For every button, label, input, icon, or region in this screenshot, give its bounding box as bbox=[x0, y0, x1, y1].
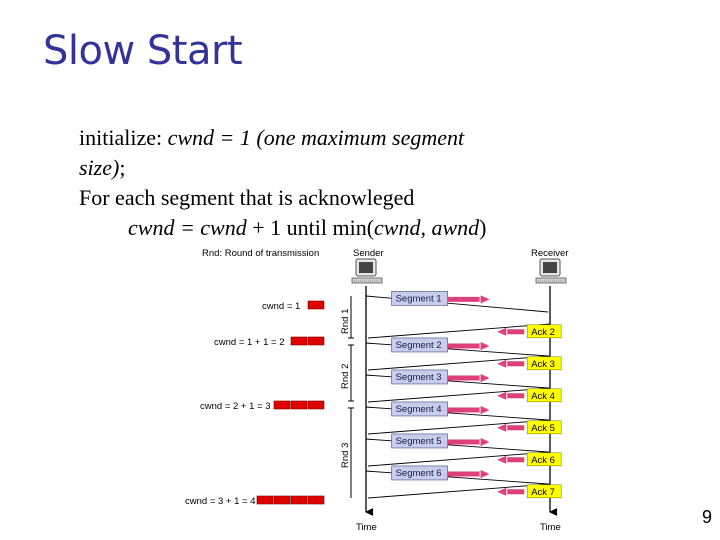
sender-time-label: Time bbox=[356, 522, 377, 533]
sender-computer-icon bbox=[351, 258, 383, 284]
cwnd-block bbox=[307, 336, 325, 346]
text-size: size) bbox=[79, 155, 120, 180]
arrow-head bbox=[497, 327, 507, 336]
line-initialize: initialize: cwnd = 1 (one maximum segmen… bbox=[79, 123, 599, 153]
ack-line bbox=[367, 387, 551, 403]
round-label-3: Rnd 3 bbox=[340, 443, 351, 468]
ack-label: Ack 6 bbox=[531, 455, 555, 466]
arrow-head bbox=[480, 469, 490, 478]
cwnd-block bbox=[290, 336, 308, 346]
ack-label: Ack 3 bbox=[531, 359, 555, 370]
message-arrows: Segment 1 Segment 2 Segment 3 Segment 4 Segm… bbox=[365, 291, 562, 499]
slide-title: Slow Start bbox=[43, 28, 243, 74]
text-min-args: cwnd, awnd bbox=[374, 215, 480, 240]
arrow-head bbox=[497, 423, 507, 432]
segment-label: Segment 1 bbox=[396, 293, 442, 304]
segment-label: Segment 5 bbox=[396, 436, 442, 447]
cwnd-block bbox=[290, 400, 308, 410]
ack-box bbox=[526, 388, 562, 403]
cwnd-label: cwnd = 1 + 1 = 2 bbox=[214, 337, 285, 348]
ack-line bbox=[367, 323, 551, 339]
round-brackets bbox=[348, 296, 354, 498]
cwnd-label: cwnd = 3 + 1 = 4 bbox=[185, 496, 256, 507]
cwnd-window-blocks bbox=[256, 300, 325, 505]
cwnd-block bbox=[273, 400, 291, 410]
ack-line bbox=[367, 355, 551, 371]
text-initialize: initialize: bbox=[79, 125, 168, 150]
ack-box bbox=[526, 324, 562, 339]
arrow-head bbox=[480, 437, 490, 446]
arrow-head bbox=[497, 487, 507, 496]
ack-box bbox=[526, 356, 562, 371]
round-label-2: Rnd 2 bbox=[340, 364, 351, 389]
arrow-head bbox=[480, 341, 490, 350]
legend-label: Rnd: Round of transmission bbox=[202, 248, 319, 259]
arrow-head bbox=[480, 373, 490, 382]
arrow-head bbox=[480, 295, 490, 304]
arrow-head bbox=[497, 455, 507, 464]
ack-line bbox=[367, 483, 551, 499]
segment-box bbox=[391, 337, 448, 353]
ack-box bbox=[526, 452, 562, 467]
cwnd-block bbox=[273, 495, 291, 505]
ack-line bbox=[367, 451, 551, 467]
ack-box bbox=[526, 420, 562, 435]
receiver-time-label: Time bbox=[540, 522, 561, 533]
cwnd-block bbox=[307, 300, 325, 310]
cwnd-block bbox=[256, 495, 274, 505]
cwnd-block bbox=[307, 400, 325, 410]
cwnd-label: cwnd = 1 bbox=[262, 301, 300, 312]
segment-box bbox=[391, 291, 448, 306]
arrow-head bbox=[497, 359, 507, 368]
receiver-computer-icon bbox=[535, 258, 567, 284]
segment-label: Segment 3 bbox=[396, 372, 442, 383]
text-cwnd-eq: cwnd = cwnd bbox=[128, 215, 247, 240]
segment-label: Segment 4 bbox=[396, 404, 442, 415]
arrow-head bbox=[497, 391, 507, 400]
cwnd-block bbox=[290, 495, 308, 505]
ack-box bbox=[526, 484, 562, 499]
text-cwnd-init: cwnd = 1 (one maximum segment bbox=[167, 125, 465, 150]
round-label-1: Rnd 1 bbox=[340, 309, 351, 334]
cwnd-label: cwnd = 2 + 1 = 3 bbox=[200, 401, 271, 412]
ack-line bbox=[367, 419, 551, 435]
sender-label: Sender bbox=[353, 248, 384, 259]
line-cwnd-update: cwnd = cwnd + 1 until min(cwnd, awnd) bbox=[79, 213, 599, 243]
receiver-label: Receiver bbox=[531, 248, 569, 259]
segment-box bbox=[391, 465, 448, 481]
ack-label: Ack 7 bbox=[531, 487, 555, 498]
segment-box bbox=[391, 401, 448, 417]
ack-label: Ack 5 bbox=[531, 423, 555, 434]
text-close-paren: ) bbox=[479, 215, 487, 240]
ack-label: Ack 2 bbox=[531, 327, 555, 338]
segment-box bbox=[391, 433, 448, 449]
cwnd-block bbox=[307, 495, 325, 505]
arrow-head bbox=[480, 405, 490, 414]
page-number: 9 bbox=[701, 507, 712, 527]
text-semicolon: ; bbox=[119, 155, 126, 180]
line-size: size); bbox=[79, 153, 599, 183]
ack-label: Ack 4 bbox=[531, 391, 555, 402]
slide-body: initialize: cwnd = 1 (one maximum segmen… bbox=[79, 123, 599, 243]
segment-label: Segment 6 bbox=[396, 468, 442, 479]
line-for-each: For each segment that is acknowleged bbox=[79, 185, 415, 210]
segment-label: Segment 2 bbox=[396, 340, 442, 351]
text-plus-one: + 1 until min( bbox=[246, 215, 375, 240]
segment-box bbox=[391, 369, 448, 385]
